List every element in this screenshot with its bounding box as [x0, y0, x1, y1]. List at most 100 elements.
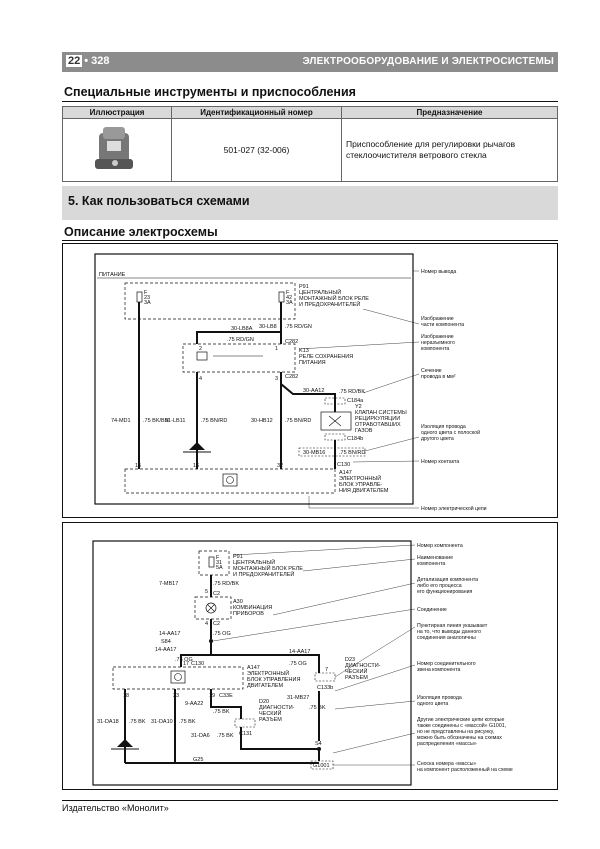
wire-9-aa22-spec: .75 BK [213, 709, 230, 715]
p91-name-2: МОНТАЖНЫЙ БЛОК РЕЛЕ [299, 294, 369, 302]
callout-component-number: Номер компонента [417, 543, 463, 549]
a30-pin-5: 5 [205, 589, 208, 595]
fuse-f31-rating: 5A [216, 565, 223, 571]
wire-30-lb8a-spec: .75 RD/GN [227, 337, 254, 343]
y2-name-3: ОТРАБОТАВШИХ [355, 422, 401, 428]
callout-name-2: компонента [417, 561, 445, 567]
connector-c130-2: C130 [191, 661, 204, 667]
wire-31-da6: 31-DA6 [191, 733, 210, 739]
page-number-value: 328 [91, 55, 110, 67]
callout-dashed-1: Пунктирная линия указывает [417, 623, 488, 629]
connector-c282-top: C282 [285, 339, 298, 345]
chapter-number: 22 [66, 55, 83, 67]
fuse-f42-rating: 3A [286, 300, 293, 306]
connector-c33e: C33E [219, 693, 233, 699]
k13-pin-1: 1 [275, 346, 278, 352]
a147-2-code: A147 [247, 665, 260, 671]
p91-name-1: ЦЕНТРАЛЬНЫЙ [299, 288, 341, 296]
callout-ground-ref-1: Сноска номера «массы» [417, 761, 476, 767]
callout-other-5: распределения «массы» [417, 741, 477, 747]
col-purpose: Предназначение [341, 106, 558, 119]
connector-c2-top: C2 [213, 591, 220, 597]
wire-74-md1: 74-MD1 [111, 418, 131, 424]
p91-2-name-2: МОНТАЖНЫЙ БЛОК РЕЛЕ [233, 564, 303, 572]
fuse-f42-num: 42 [286, 295, 292, 301]
wire-30-lb8: 30-LB8 [259, 324, 277, 330]
callout-stripe-3: другого цвета [421, 436, 454, 442]
a30-pin-4: 4 [205, 621, 208, 627]
connector-c282-bottom: C282 [285, 374, 298, 380]
ground-g25: G25 [193, 757, 203, 763]
callout-link-1: Номер соединительного [417, 661, 476, 667]
connector-c130: C130 [337, 462, 350, 468]
wire-74-md1-spec: .75 BK/BN [143, 418, 169, 424]
a147-2-name-1: ЭЛЕКТРОННЫЙ [247, 669, 289, 677]
wire-9-aa22: 9-AA22 [185, 701, 203, 707]
a147-pin-16: 16 [193, 463, 199, 469]
a147-2-name-3: ДВИГАТЕЛЕМ [247, 683, 284, 689]
wiring-diagram-1: ПИТАНИЕ F 23 3A F 42 3A P91 ЦЕНТРАЛЬНЫЙ … [62, 243, 558, 518]
table-row: 501-027 (32-006) Приспособление для регу… [62, 118, 558, 182]
k13-pin-4: 4 [199, 376, 202, 382]
wire-31-da6-spec: .75 BK [217, 733, 234, 739]
col-id-number: Идентификационный номер [171, 106, 342, 119]
wiring-subheading: Описание электросхемы [64, 225, 218, 239]
tools-heading: Специальные инструменты и приспособления [64, 85, 356, 99]
wire-30-aa12: 30-AA12 [303, 388, 324, 394]
power-label: ПИТАНИЕ [99, 272, 126, 278]
callout-other-4: можно быть обозначены на схемах [417, 735, 502, 741]
callout-dashed-3: соединения аналогичны [417, 635, 476, 641]
wire-14-aa17-a-spec: .75 OG [213, 631, 231, 637]
callout-stripe-1: Изоляция провода [421, 424, 466, 430]
callout-detail-1: Детализация компонента [417, 577, 478, 583]
tools-table: Иллюстрация Идентификационный номер Пред… [62, 106, 558, 182]
callout-detail-3: его функционирования [417, 589, 473, 595]
wire-91-lb11-spec: .75 BN/RD [201, 418, 227, 424]
callout-stripe-2: одного цвета с полоской [421, 429, 480, 436]
callout-dashed-2: на то, что выводы данного [417, 629, 481, 635]
ground-symbol-2 [111, 739, 139, 750]
wire-91-lb11: 91-LB11 [165, 418, 185, 424]
section-band [62, 186, 558, 220]
callout-ground-ref-2: на компонент расположенный на схеме [417, 766, 513, 773]
wire-14-aa17-a: 14-AA17 [159, 631, 180, 637]
a147-2-pin-19: 19 [209, 693, 215, 699]
a147-pin-32: 32 [277, 463, 283, 469]
a147-2-pin-33: 33 [173, 693, 179, 699]
p91-code: P91 [299, 284, 309, 290]
section-title: 5. Как пользоваться схемами [68, 194, 250, 208]
connector-c131: C131 [239, 731, 252, 737]
a30-name-2: ПРИБОРОВ [233, 611, 264, 617]
wire-7-mb17: 7-MB17 [159, 581, 178, 587]
callout-wire-gauge-1: Сечение [421, 368, 442, 374]
fuse-f23-rating: 3A [144, 300, 151, 306]
k13-name-2: ПИТАНИЯ [299, 360, 326, 366]
k13-pin-2: 2 [199, 346, 202, 352]
k13-name-1: РЕЛЕ СОХРАНЕНИЯ [299, 354, 353, 360]
a147-name-2: БЛОК УПРАВЛЕ- [339, 482, 383, 488]
a147-name-3: НИЯ ДВИГАТЕЛЕМ [339, 488, 389, 494]
a147-name-1: ЭЛЕКТРОННЫЙ [339, 474, 381, 482]
tool-illustration [62, 118, 172, 182]
k13-code: K13 [299, 348, 309, 354]
heading-rule [62, 101, 558, 102]
y2-name-4: ГАЗОВ [355, 428, 373, 434]
subheading-rule [62, 240, 558, 241]
d20-name-2: ЧЕСКИЙ [259, 709, 281, 717]
footer-rule [62, 800, 558, 801]
p91-2-code: P91 [233, 554, 243, 560]
connector-c2-bottom: C2 [213, 621, 220, 627]
wire-30-hb12-spec: .75 BN/RD [285, 418, 311, 424]
wire-30-mb16-spec: .75 BN/RD [339, 450, 365, 456]
connector-c133b: C133b [317, 685, 333, 691]
d20-code: D20 [259, 699, 269, 705]
wire-31-da18: 31-DA18 [97, 719, 119, 725]
publisher: Издательство «Монолит» [62, 803, 169, 813]
fuse-f31-num: 31 [216, 560, 222, 566]
a147-2-name-2: БЛОК УПРАВЛЕНИЯ [247, 677, 300, 683]
callout-partial-2: части компонента [421, 322, 464, 328]
tool-purpose-line1: Приспособление для регулировки рычагов [346, 139, 516, 149]
callout-other-3: но не представлены на рисунку, [417, 729, 494, 735]
callout-contact-number: Номер контакта [421, 459, 459, 465]
wire-31-da18-spec: .75 BK [129, 719, 146, 725]
